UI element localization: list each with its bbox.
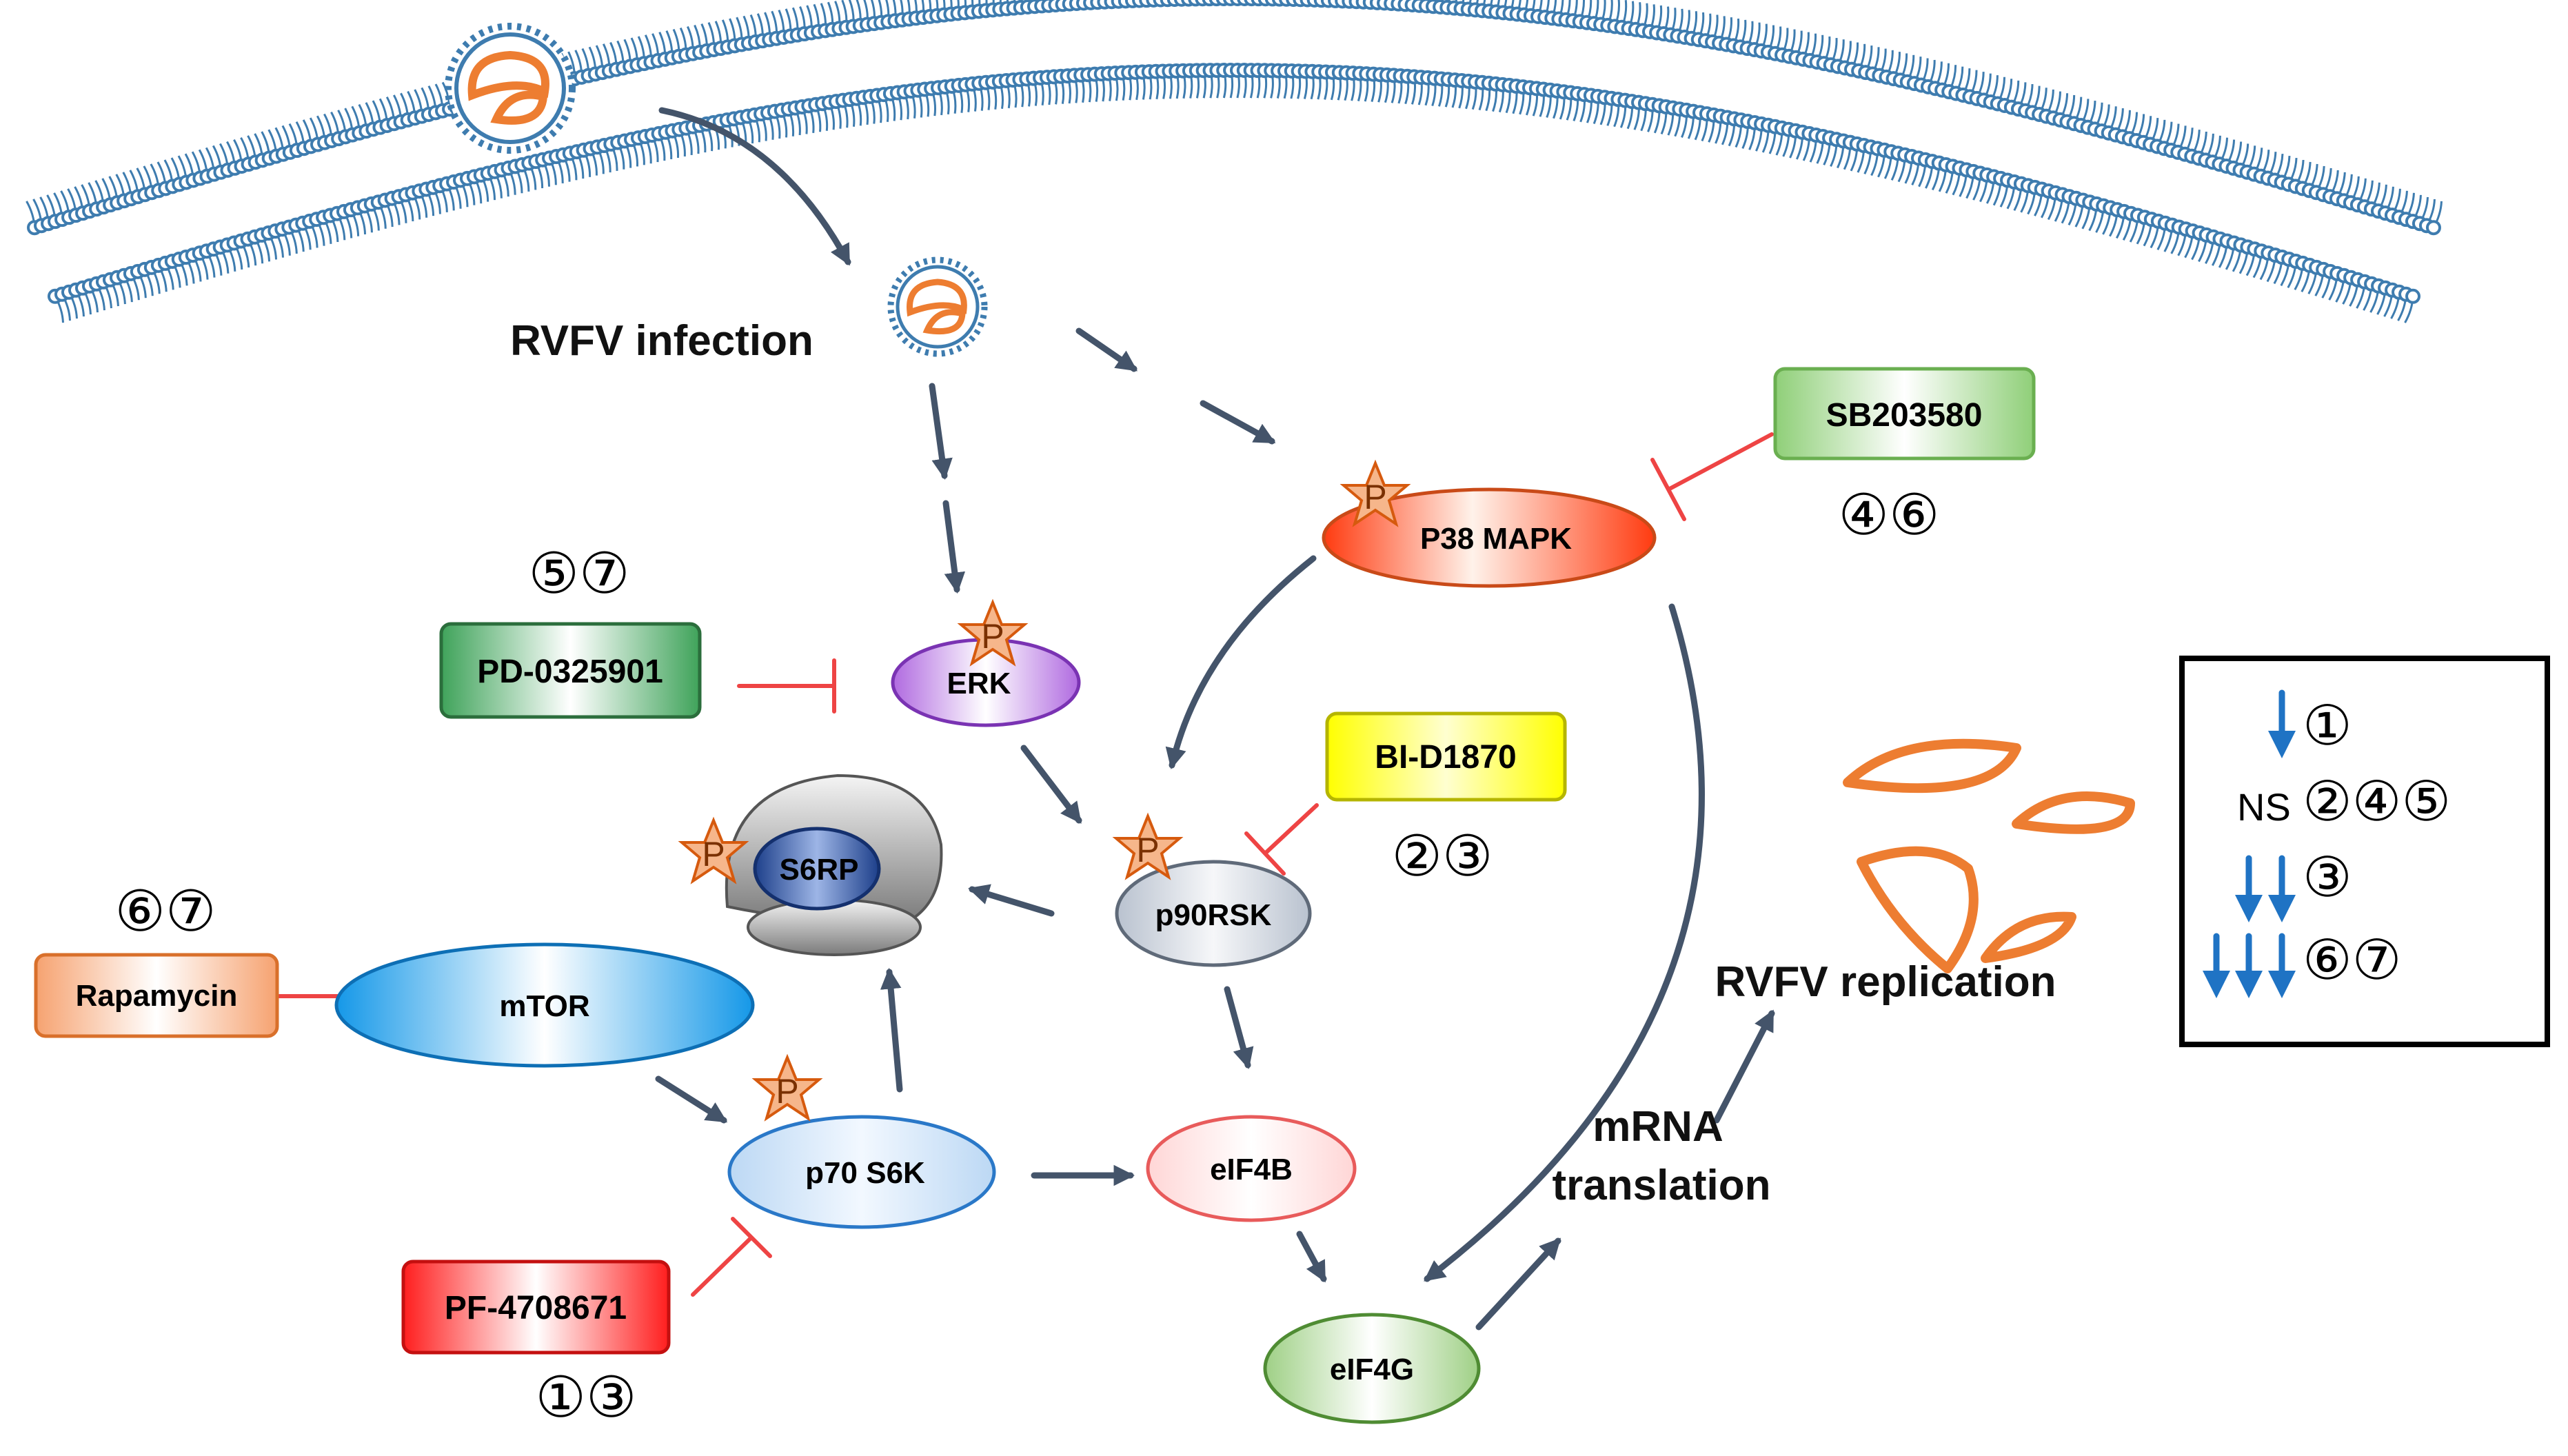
- inhibit-pf4708671: [691, 1217, 772, 1297]
- p38-phospho-icon: P: [1342, 462, 1408, 525]
- inhibitor-pd0325901: PD-0325901 ⑤⑦: [439, 543, 702, 719]
- arrow-p90rsk-s6rp: [968, 884, 1055, 917]
- arrow-p90rsk-eif4b: [1224, 986, 1254, 1069]
- p70-s6k-node: [727, 1115, 996, 1229]
- pd0325901-label: PD-0325901: [477, 654, 663, 690]
- sb203580-label: SB203580: [1826, 397, 1983, 434]
- legend: ① NS ②④⑤ ③ ⑥⑦: [2179, 656, 2550, 1047]
- legend-row4: ⑥⑦: [2303, 929, 2401, 991]
- arrow-virus-p38-1: [1075, 327, 1138, 372]
- legend-row3: ③: [2303, 847, 2352, 908]
- arrow-virus-erk-2: [942, 500, 966, 594]
- p70-s6k-label: p70 S6K: [805, 1156, 925, 1190]
- arrow-virus-erk-1: [929, 383, 953, 481]
- virus-particle-outside: [445, 23, 576, 154]
- erk-phospho-icon: P: [960, 601, 1026, 665]
- eif4b-label: eIF4B: [1210, 1153, 1293, 1186]
- arrow-p70-s6rp: [880, 967, 903, 1093]
- inhibitor-pf4708671: PF-4708671 ①③: [401, 1260, 671, 1429]
- arrow-entry: [658, 107, 851, 266]
- virus-segments: [1843, 738, 2135, 973]
- legend-row2: ②④⑤: [2303, 771, 2451, 832]
- svg-text:P: P: [776, 1072, 798, 1111]
- svg-text:P: P: [1364, 478, 1386, 516]
- legend-row2-prefix: NS: [2237, 785, 2291, 829]
- sb203580-refs: ④⑥: [1838, 484, 1939, 547]
- svg-text:P: P: [1136, 831, 1159, 869]
- p90rsk-node: [1115, 860, 1312, 967]
- rapamycin-refs: ⑥⑦: [114, 880, 216, 943]
- bid1870-label: BI-D1870: [1375, 739, 1516, 776]
- mtor-node: [334, 942, 755, 1068]
- pf4708671-label: PF-4708671: [445, 1290, 627, 1326]
- arrow-virus-p38-2: [1200, 400, 1276, 445]
- bid1870-refs: ②③: [1391, 825, 1493, 888]
- activation-arrows: [655, 107, 1775, 1331]
- pf4708671-refs: ①③: [535, 1366, 636, 1429]
- inhibitor-sb203580: SB203580 ④⑥: [1773, 367, 2036, 547]
- inhibitor-rapamycin: Rapamycin ⑥⑦: [34, 880, 279, 1038]
- arrow-eif4g-translation: [1475, 1237, 1561, 1331]
- arrow-p38-p90rsk: [1165, 555, 1317, 769]
- arrow-p38-eif4g: [1424, 603, 1705, 1282]
- svg-text:P: P: [981, 617, 1004, 656]
- mtor-label: mTOR: [499, 989, 589, 1023]
- inhibitor-bid1870: BI-D1870 ②③: [1325, 711, 1567, 888]
- eif4g-node: [1263, 1313, 1481, 1424]
- arrow-erk-p90rsk: [1020, 745, 1082, 824]
- legend-row1: ①: [2303, 695, 2352, 756]
- inhibit-sb203580: [1650, 432, 1774, 521]
- p90rsk-label: p90RSK: [1155, 898, 1272, 932]
- cell-membrane: [26, 0, 2443, 323]
- replication-label: RVFV replication: [1715, 958, 2056, 1006]
- p90rsk-phospho-icon: P: [1115, 815, 1181, 878]
- translation-label-line2: translation: [1553, 1162, 1771, 1209]
- arrow-mtor-p70: [655, 1075, 728, 1124]
- infection-label: RVFV infection: [510, 317, 813, 365]
- p70-phospho-icon: P: [754, 1056, 820, 1120]
- legend-arrows: [2203, 689, 2296, 998]
- translation-label-line1: mRNA: [1593, 1103, 1723, 1151]
- svg-text:P: P: [702, 835, 725, 873]
- s6rp-node: [753, 827, 881, 911]
- pd0325901-refs: ⑤⑦: [528, 543, 629, 605]
- virus-particle-internalized: [887, 256, 988, 357]
- eif4b-node: [1146, 1115, 1357, 1222]
- p38-mapk-node: [1322, 487, 1657, 588]
- erk-label: ERK: [947, 667, 1011, 700]
- arrow-eif4b-eif4g: [1296, 1231, 1327, 1283]
- rapamycin-label: Rapamycin: [76, 979, 238, 1013]
- s6rp-label: S6RP: [780, 853, 859, 887]
- arrow-translation-replication: [1713, 1009, 1775, 1124]
- eif4g-label: eIF4G: [1330, 1353, 1414, 1386]
- inhibit-pd0325901: [737, 658, 836, 714]
- inhibit-bid1870: [1244, 803, 1319, 876]
- s6rp-phospho-icon: P: [680, 819, 747, 882]
- p38-mapk-label: P38 MAPK: [1420, 522, 1572, 556]
